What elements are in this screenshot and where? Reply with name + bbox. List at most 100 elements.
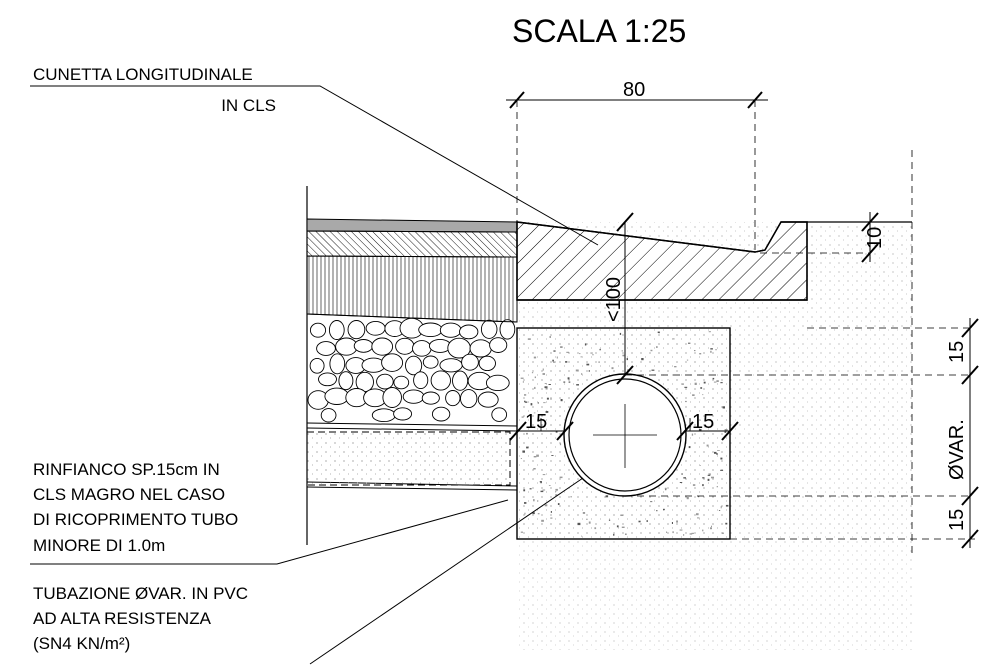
concrete-speckle xyxy=(581,373,583,375)
concrete-speckle xyxy=(598,361,600,363)
gravel-stone xyxy=(480,319,498,339)
concrete-speckle xyxy=(718,510,721,511)
concrete-speckle xyxy=(556,356,558,359)
dim-pipe-diameter: ØVAR. xyxy=(946,419,968,480)
dim-cunetta-width: 80 xyxy=(623,79,645,101)
concrete-speckle xyxy=(565,361,568,363)
concrete-speckle xyxy=(533,468,536,470)
concrete-speckle xyxy=(592,354,594,356)
concrete-speckle xyxy=(620,514,624,516)
label-tubazione-line2: AD ALTA RESISTENZA xyxy=(33,609,212,628)
concrete-speckle xyxy=(702,477,705,479)
concrete-speckle xyxy=(566,351,569,353)
concrete-speckle xyxy=(715,349,717,351)
concrete-speckle xyxy=(580,356,582,358)
concrete-speckle xyxy=(710,527,712,530)
concrete-speckle xyxy=(534,386,536,389)
concrete-speckle xyxy=(611,367,614,370)
gravel-stone xyxy=(439,322,462,338)
gravel-stone xyxy=(338,371,354,391)
concrete-speckle xyxy=(588,521,591,524)
concrete-speckle xyxy=(683,534,685,536)
concrete-speckle xyxy=(657,331,660,333)
concrete-speckle xyxy=(530,403,533,406)
concrete-speckle xyxy=(544,504,548,507)
label-rinfianco-line2: CLS MAGRO NEL CASO xyxy=(33,485,225,504)
concrete-speckle xyxy=(533,412,536,414)
concrete-speckle xyxy=(679,482,683,483)
concrete-speckle xyxy=(684,386,688,388)
gravel-stone xyxy=(376,373,394,390)
concrete-speckle xyxy=(524,394,527,396)
concrete-speckle xyxy=(536,454,539,457)
gravel-stone xyxy=(329,353,346,375)
concrete-speckle xyxy=(716,380,719,382)
label-cunetta-line1: CUNETTA LONGITUDINALE xyxy=(33,65,253,84)
concrete-speckle xyxy=(702,529,704,532)
gravel-stone xyxy=(421,391,440,405)
concrete-speckle xyxy=(584,343,587,346)
concrete-speckle xyxy=(549,336,551,338)
gravel-stone xyxy=(485,374,510,392)
label-tubazione-line1: TUBAZIONE ØVAR. IN PVC xyxy=(33,584,248,603)
concrete-speckle xyxy=(533,356,537,359)
concrete-speckle xyxy=(650,501,653,503)
concrete-speckle xyxy=(725,522,728,525)
concrete-speckle xyxy=(555,488,558,491)
gravel-stone xyxy=(393,407,413,421)
dim-left-side: 15 xyxy=(525,411,547,433)
concrete-speckle xyxy=(704,426,706,428)
concrete-speckle xyxy=(716,486,718,488)
concrete-speckle xyxy=(681,473,683,475)
concrete-speckle xyxy=(526,432,528,435)
concrete-speckle xyxy=(626,358,628,361)
gravel-stone xyxy=(491,407,508,422)
concrete-speckle xyxy=(544,383,547,384)
concrete-speckle xyxy=(542,474,546,476)
concrete-speckle xyxy=(708,331,711,333)
dim-top-bedding: 15 xyxy=(946,341,968,363)
concrete-speckle xyxy=(525,401,528,403)
concrete-speckle xyxy=(646,520,648,522)
concrete-speckle xyxy=(533,499,535,502)
gravel-stone xyxy=(328,320,345,340)
dim-right-side: 15 xyxy=(692,411,714,433)
concrete-speckle xyxy=(699,353,702,355)
gravel-stone xyxy=(460,389,478,409)
concrete-speckle xyxy=(550,517,553,519)
concrete-speckle xyxy=(689,533,693,535)
concrete-speckle xyxy=(650,349,653,352)
gravel-stone xyxy=(412,340,432,357)
cunetta-slab xyxy=(516,221,912,301)
concrete-speckle xyxy=(520,531,523,533)
concrete-speckle xyxy=(546,397,549,400)
concrete-speckle xyxy=(542,373,545,375)
concrete-speckle xyxy=(656,346,658,348)
gravel-stone xyxy=(445,390,461,407)
concrete-speckle xyxy=(722,532,724,534)
concrete-speckle xyxy=(532,512,535,515)
concrete-speckle xyxy=(702,394,704,396)
concrete-speckle xyxy=(694,382,697,385)
concrete-speckle xyxy=(707,478,710,481)
concrete-speckle xyxy=(534,376,536,379)
concrete-speckle xyxy=(671,522,673,524)
concrete-speckle xyxy=(651,369,655,371)
concrete-speckle xyxy=(530,425,533,428)
concrete-speckle xyxy=(521,416,524,418)
concrete-speckle xyxy=(527,338,531,340)
concrete-speckle xyxy=(553,350,556,352)
concrete-speckle xyxy=(717,450,720,451)
concrete-speckle xyxy=(570,496,572,498)
concrete-speckle xyxy=(559,443,562,446)
concrete-speckle xyxy=(699,465,701,466)
concrete-speckle xyxy=(703,381,706,384)
concrete-speckle xyxy=(545,387,548,390)
label-cunetta-line2: IN CLS xyxy=(221,96,276,115)
gravel-stone xyxy=(439,358,463,373)
concrete-speckle xyxy=(548,384,551,385)
concrete-speckle xyxy=(700,387,703,389)
concrete-speckle xyxy=(681,383,684,385)
pavement-layers xyxy=(306,186,518,545)
gravel-stone xyxy=(499,319,516,340)
